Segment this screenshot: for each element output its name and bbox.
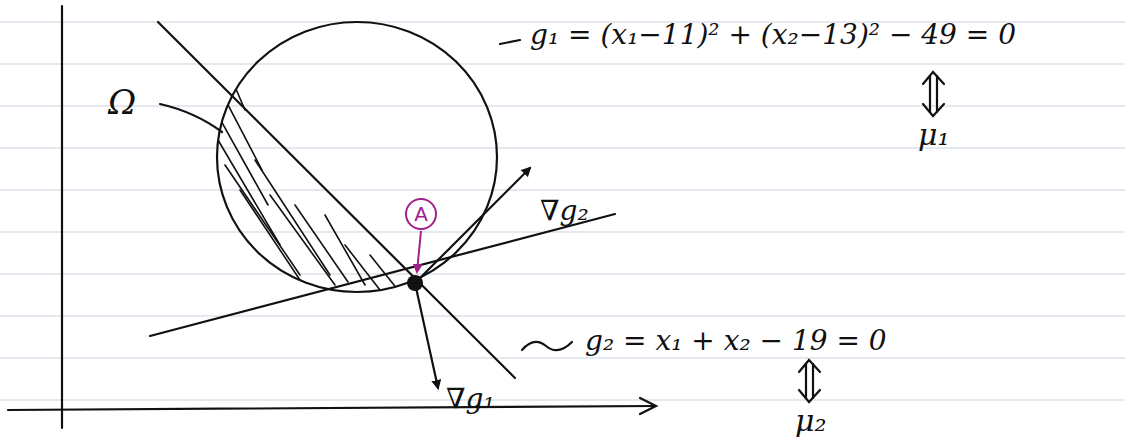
point-a-pointer [417, 231, 421, 272]
gradient-g2-arrow [415, 168, 530, 283]
x2-axis [61, 6, 63, 428]
multiplier-label: μ₁ [918, 118, 950, 151]
gradient-label: ∇g₁ [446, 384, 495, 415]
axis-arrowhead [640, 398, 656, 414]
gradient-g1-arrow [415, 283, 438, 388]
multiplier-label: μ₂ [795, 404, 827, 437]
correspondence-arrow [923, 72, 944, 116]
ruled-lines [0, 22, 1125, 400]
constraint-equation: g₁ = (x₁−11)² + (x₂−13)² − 49 = 0 [530, 20, 1016, 51]
g2-leader [522, 342, 572, 350]
gradient-label: ∇g₂ [540, 196, 589, 227]
circled-point-marker: A [404, 197, 438, 231]
region-label: Ω [108, 84, 136, 121]
tangent-line [150, 214, 615, 336]
g1-leader [500, 40, 520, 44]
correspondence-arrow [799, 360, 820, 402]
constraint-circle [217, 22, 497, 292]
constraint-equation: g₂ = x₁ + x₂ − 19 = 0 [585, 326, 887, 357]
point-label: A [404, 204, 438, 224]
point-a [407, 275, 423, 291]
omega-leader [160, 104, 222, 132]
x1-axis [8, 406, 655, 410]
constraint-line [158, 22, 515, 378]
